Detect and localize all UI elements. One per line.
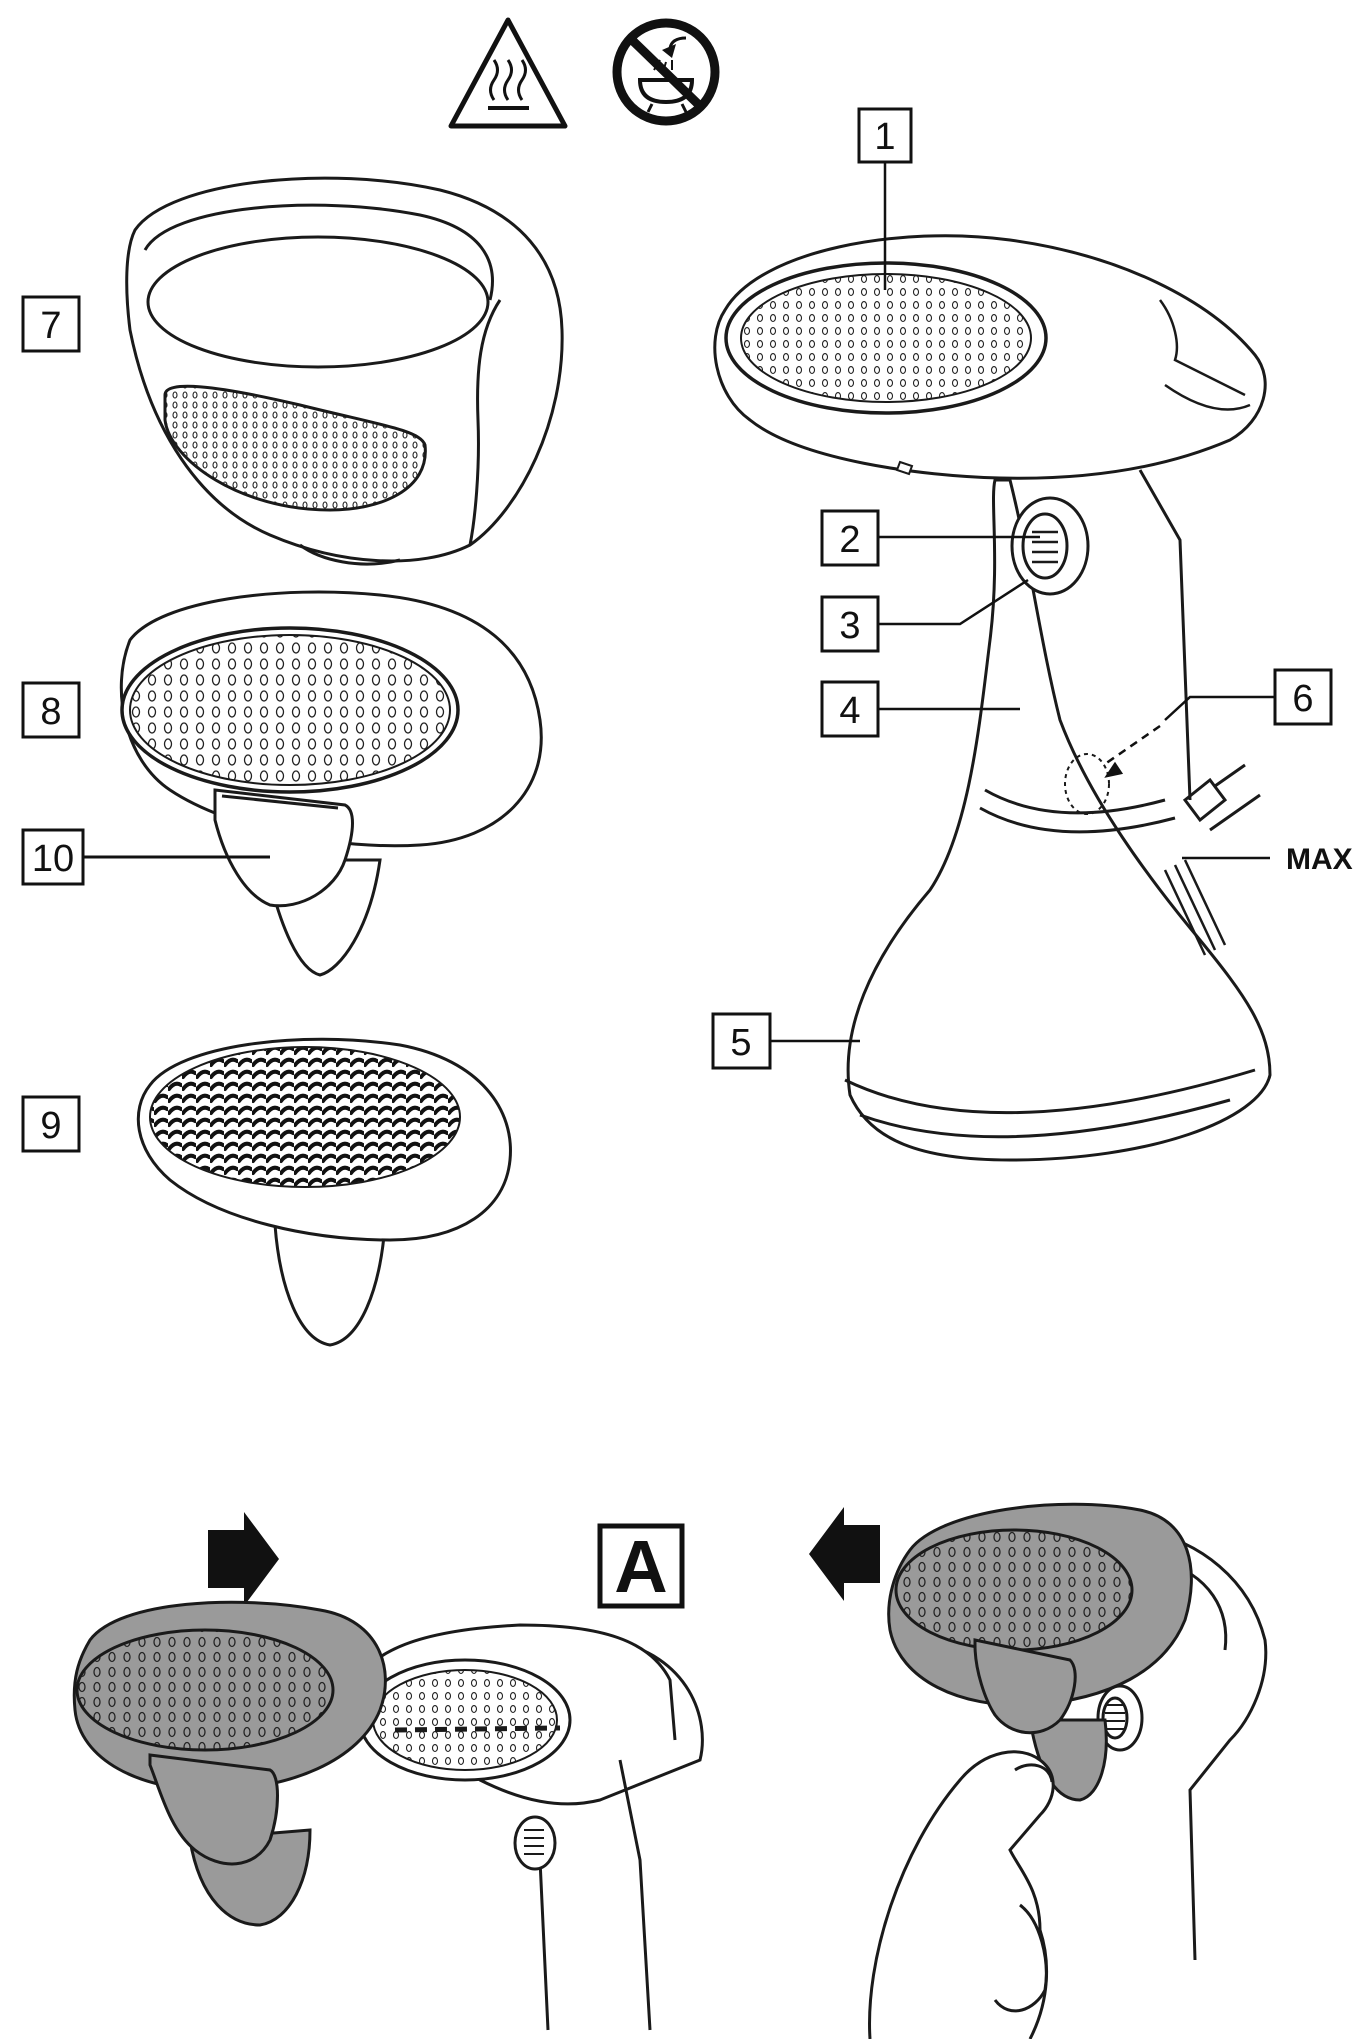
svg-text:10: 10 bbox=[32, 838, 74, 880]
step-a-label: A bbox=[597, 1523, 685, 1609]
callout-4: 4 bbox=[820, 680, 880, 738]
no-bath-shower-icon bbox=[612, 18, 720, 126]
accessory-9-illustration bbox=[136, 1037, 512, 1347]
svg-text:2: 2 bbox=[839, 519, 860, 561]
svg-text:4: 4 bbox=[839, 690, 860, 732]
push-arrow-right-icon bbox=[208, 1512, 279, 1606]
callout-1: 1 bbox=[857, 107, 913, 164]
callout-8: 8 bbox=[21, 681, 81, 739]
accessory-7-illustration bbox=[125, 176, 564, 566]
svg-text:8: 8 bbox=[40, 691, 61, 733]
max-fill-label: MAX bbox=[1286, 843, 1353, 876]
callout-7: 7 bbox=[21, 295, 81, 353]
svg-text:9: 9 bbox=[40, 1105, 61, 1147]
svg-text:7: 7 bbox=[40, 305, 61, 347]
push-arrow-left-icon bbox=[809, 1507, 880, 1601]
steamer-main-illustration bbox=[713, 234, 1272, 1162]
step-a-left-illustration bbox=[72, 1600, 704, 2031]
svg-text:3: 3 bbox=[839, 605, 860, 647]
callout-9: 9 bbox=[21, 1095, 81, 1153]
accessory-8-illustration bbox=[119, 590, 543, 977]
callout-3: 3 bbox=[820, 595, 880, 653]
svg-text:MAX: MAX bbox=[1286, 843, 1353, 876]
callout-10: 10 bbox=[21, 828, 270, 886]
svg-text:1: 1 bbox=[874, 116, 895, 158]
callout-leader-lines bbox=[770, 162, 1275, 1043]
svg-text:5: 5 bbox=[730, 1022, 751, 1064]
callout-6: 6 bbox=[1273, 668, 1333, 726]
svg-text:6: 6 bbox=[1292, 678, 1313, 720]
step-a-right-illustration bbox=[868, 1502, 1268, 2039]
callout-2: 2 bbox=[820, 509, 880, 567]
callout-5: 5 bbox=[711, 1012, 772, 1070]
hot-surface-warning-icon bbox=[448, 17, 568, 129]
svg-text:A: A bbox=[614, 1525, 667, 1608]
